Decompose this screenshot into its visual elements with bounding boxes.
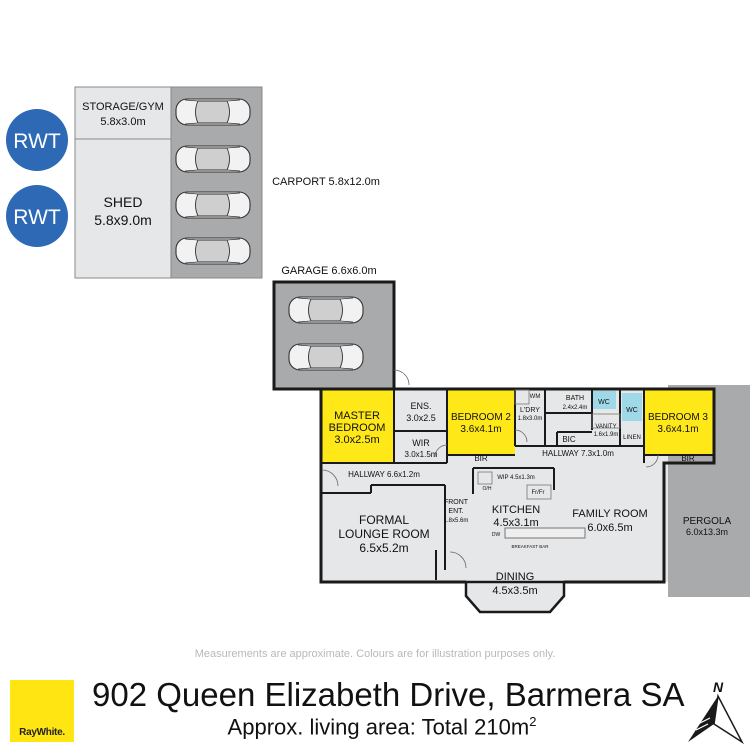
hallway-1-label: HALLWAY 7.3x1.0m: [542, 449, 614, 458]
front-ent-name: FRONT: [444, 499, 469, 506]
garage-label: GARAGE 6.6x6.0m: [281, 265, 376, 277]
lounge-name-1: FORMAL: [359, 513, 409, 527]
rainwater-tank-2: [6, 185, 68, 247]
kitchen-dims: 4.5x3.1m: [493, 517, 538, 529]
property-address: 902 Queen Elizabeth Drive, Barmera SA: [92, 676, 685, 713]
tank-label-2: RWT: [13, 206, 61, 229]
storage-dims: 5.8x3.0m: [100, 116, 145, 128]
breakfast-bar-label: BREAKFAST BAR: [512, 544, 550, 549]
bed3-name: BEDROOM 3: [648, 412, 708, 423]
compass-north-label: N: [713, 679, 724, 695]
wip-label: WIP 4.5x1.3m: [497, 475, 535, 481]
storage-name: STORAGE/GYM: [82, 101, 164, 113]
ldry-name: L'DRY: [520, 407, 540, 414]
storage-gym-room: [74, 86, 172, 140]
living-area: Approx. living area: Total 210m2: [92, 714, 672, 740]
ens-name: ENS.: [410, 401, 431, 411]
hallway-2-label: HALLWAY 6.6x1.2m: [348, 470, 420, 479]
floor-plan: RWT RWT STORAGE/GYM 5.8x3.0m SHED 5.8x9.…: [6, 86, 750, 614]
shed-dims: 5.8x9.0m: [94, 212, 152, 228]
wir-dims: 3.0x1.5m: [405, 450, 438, 459]
bir-label-2: BIR: [681, 454, 695, 463]
vanity-dims: 1.6x1.9m: [594, 432, 619, 438]
carport-label: CARPORT 5.8x12.0m: [272, 176, 380, 188]
bath-name: BATH: [566, 395, 584, 402]
tank-label-1: RWT: [13, 130, 61, 153]
pergola-dims: 6.0x13.3m: [686, 527, 728, 537]
wir-name: WIR: [412, 438, 430, 448]
shed-room: [74, 138, 172, 279]
bath-dims: 2.4x2.4m: [563, 405, 588, 411]
master-bedroom: [321, 389, 394, 463]
bir-label-1: BIR: [474, 454, 488, 463]
front-ent-dims: 1.8x5.6m: [444, 518, 469, 524]
wc2-label: WC: [626, 407, 638, 414]
family-name: FAMILY ROOM: [572, 508, 647, 520]
rainwater-tank-1: [6, 109, 68, 171]
wc-1: [592, 391, 616, 409]
bedroom-3: [644, 389, 714, 455]
bedroom-2: [447, 389, 515, 455]
shed-name: SHED: [104, 194, 143, 210]
brand-name: RayWhite.: [19, 727, 65, 738]
dining-dims: 4.5x3.5m: [492, 585, 537, 597]
bed3-dims: 3.6x4.1m: [657, 424, 698, 435]
living-area-unit-sup: 2: [529, 714, 537, 729]
wm-label: WM: [530, 394, 541, 400]
ens-dims: 3.0x2.5: [406, 413, 436, 423]
family-dims: 6.0x6.5m: [587, 522, 632, 534]
bic-label: BIC: [562, 435, 576, 444]
wc1-label: WC: [598, 399, 610, 406]
dw-label: DW: [492, 532, 501, 538]
north-compass-icon: N: [688, 679, 744, 744]
oh-label: O/H: [483, 486, 492, 492]
vanity-name: VANITY: [595, 424, 616, 430]
linen-label: LINEN: [623, 435, 641, 441]
raywhite-logo: RayWhite.: [10, 680, 74, 742]
bed2-dims: 3.6x4.1m: [460, 424, 501, 435]
ldry-dims: 1.8x3.0m: [518, 416, 543, 422]
living-area-text: Approx. living area: Total 210m: [227, 714, 530, 740]
lounge-name-2: LOUNGE ROOM: [338, 527, 429, 541]
disclaimer-text: Measurements are approximate. Colours ar…: [194, 648, 556, 660]
wc-2: [622, 393, 642, 421]
dining-name: DINING: [496, 571, 535, 583]
lounge-dims: 6.5x5.2m: [359, 541, 408, 555]
frfr-label: Fr/Fr: [532, 490, 545, 496]
master-name-1: MASTER: [334, 410, 380, 422]
bed2-name: BEDROOM 2: [451, 412, 511, 423]
master-name-2: BEDROOM: [329, 422, 386, 434]
master-dims: 3.0x2.5m: [334, 434, 379, 446]
kitchen-name: KITCHEN: [492, 504, 540, 516]
pergola-name: PERGOLA: [683, 516, 732, 527]
front-ent-name-2: ENT.: [448, 508, 463, 515]
